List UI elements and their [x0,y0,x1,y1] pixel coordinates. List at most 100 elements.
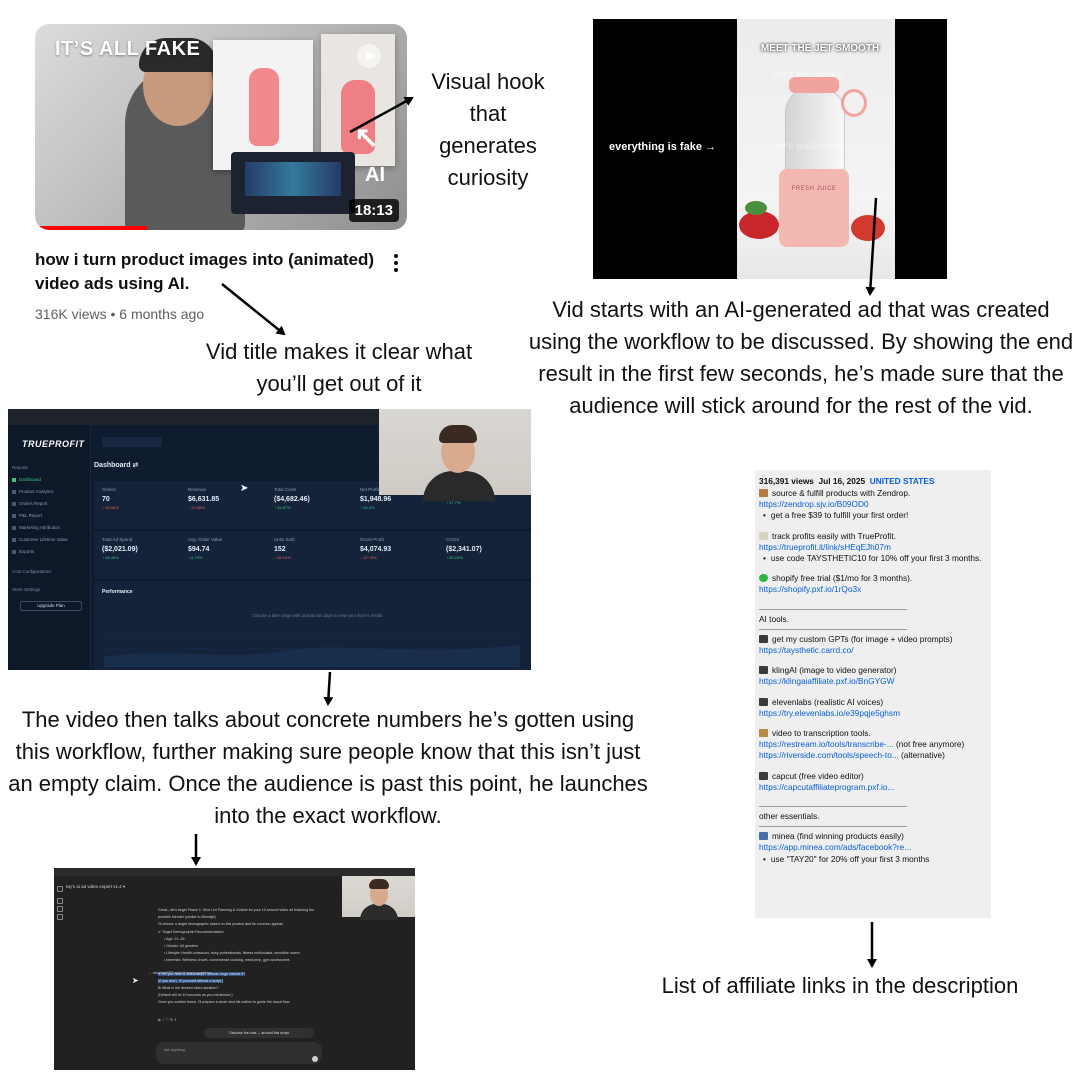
cat-icon [759,634,768,643]
stat-value: ($2,341.07) [446,546,482,553]
description-text: video to transcription tools. [772,728,871,738]
store-selector[interactable] [102,437,162,447]
stat-card[interactable]: COGS($2,341.07)↑ 30.23% [446,537,530,573]
description-line: minea (find winning products easily) [759,831,904,841]
affiliate-link[interactable]: https://shopify.pxf.io/1rQo3x [759,584,861,594]
presenter-hair [369,879,389,889]
description-text[interactable]: https://try.elevenlabs.io/e39pqje5ghsm [759,707,900,718]
chat-message-line: Great—let's begin Phase 1: Shot List Pla… [158,908,315,912]
stat-card[interactable]: Revenue$6,631.85↓ 24.58% [188,487,272,523]
affiliate-link[interactable]: https://taysthetic.carrd.co/ [759,645,854,655]
stat-card[interactable]: Avg. Order Value$94.74↑ 8.75% [188,537,272,573]
stat-value: 70 [102,496,110,503]
suggestion-bubble[interactable]: Disclose the cost ⌄ around this script [204,1028,314,1038]
description-text[interactable]: https://shopify.pxf.io/1rQo3x [759,584,862,595]
sidebar-item-dashboard[interactable]: Dashboard [12,477,41,482]
affiliate-link[interactable]: https://restream.io/tools/transcribe-...… [759,739,964,749]
stat-card[interactable]: Total Costs($4,682.46)↑ 45.87% [274,487,358,523]
blender-handle-icon [841,89,867,117]
chart-icon [759,531,768,540]
stat-delta: ↓ 32.78% [360,555,377,560]
description-text[interactable]: https://klingaiaffiliate.pxf.io/BnGYGW [759,676,895,687]
description-line: video to transcription tools. [759,728,871,738]
description-text[interactable]: https://zendrop.sjv.io/B09OD0 [759,499,869,510]
more-options-icon[interactable] [390,252,402,276]
annotation-visual-hook: Visual hook that generates curiosity [431,69,545,190]
description-text: get a free $39 to fulfill your first ord… [770,510,909,521]
description-text[interactable]: https://taysthetic.carrd.co/ [759,645,854,655]
sidebar-item-marketing-attribution[interactable]: Marketing Attribution [12,525,60,530]
description-line: shopify free trial ($1/mo for 3 months). [759,573,912,583]
chat-input-box[interactable] [156,1042,322,1064]
stat-label: Net Profit [360,487,379,492]
video-watermark: tay’s watermark [773,141,843,152]
annotation-concrete-numbers: The video then talks about concrete numb… [8,707,648,828]
upgrade-plan-button[interactable]: Upgrade Plan [20,601,82,611]
sidebar-item-customer-lifetime-value[interactable]: Customer Lifetime Value [12,537,68,542]
description-text[interactable]: https://trueprofit.it/link/sHEqEJh07m [759,541,891,552]
chat-message-line: (If you don't, I'll proceed without a sc… [158,978,224,983]
sidebar-section-cost-config[interactable]: Cost Configurations [12,569,52,574]
affiliate-link[interactable]: https://trueprofit.it/link/sHEqEJh07m [759,542,891,552]
sidebar-toggle-icon[interactable] [57,886,63,892]
stat-card[interactable]: Total Ad Spend($2,021.09)↑ 44.48% [102,537,186,573]
stat-label: Gross Profit [360,537,384,542]
description-text[interactable]: https://capcutaffiliateprogram.pxf.io... [759,781,895,792]
description-text[interactable]: https://app.minea.com/ads/facebook?re... [759,842,912,853]
gpt-name-selector[interactable]: tay's ai ad video expert v1.4 ▾ [66,884,126,889]
video-title[interactable]: how i turn product images into (animated… [35,250,375,293]
video-left-caption: everything is fake → [609,141,716,153]
stat-card[interactable]: Net Profit$1,948.96↑ 25.2% [360,487,444,523]
sidebar-section-reports: Reports [12,465,28,470]
affiliate-link[interactable]: https://zendrop.sjv.io/B09OD0 [759,499,869,509]
stat-value: $6,631.85 [188,496,220,503]
stat-label: Total Ad Spend [102,537,133,542]
memo-icon [759,729,768,737]
description-text[interactable]: https://restream.io/tools/transcribe-... [759,739,894,750]
affiliate-link[interactable]: https://riverside.com/tools/speech-to...… [759,750,945,760]
stat-value: ($4,682.46) [274,496,310,503]
affiliate-link[interactable]: https://try.elevenlabs.io/e39pqje5ghsm [759,708,900,718]
message-actions[interactable]: ⧉ ♢ ♡ ↻ ⇪ [158,1018,178,1022]
affiliate-link[interactable]: https://capcutaffiliateprogram.pxf.io... [759,782,894,792]
promo-bullet: use "TAY20" for 20% off your first 3 mon… [763,854,930,864]
description-country[interactable]: UNITED STATES [869,476,935,486]
description-line: get my custom GPTs (for image + video pr… [759,634,953,644]
affiliate-link[interactable]: https://app.minea.com/ads/facebook?re... [759,842,911,852]
sidebar-item-exports[interactable]: Exports [12,549,34,554]
video-watermark: tay’s watermark [773,69,843,80]
description-text: track profits easily with TrueProfit. [772,530,897,541]
section-divider [759,826,907,828]
stat-value: $94.74 [188,546,210,553]
chat-message-line: ✔ Target Demographic Recommendation: [158,929,225,934]
description-text[interactable]: https://riverside.com/tools/speech-to... [759,750,899,761]
stat-value: $4,074.93 [360,546,392,553]
sidebar-item-product-analytics[interactable]: Product Analytics [12,489,54,494]
sidebar-section-store-settings[interactable]: Store Settings [12,587,41,592]
dashboard-title: Dashboard ⇄ [94,462,139,469]
search-icon[interactable] [57,906,63,912]
performance-hint: Choose a date range with at least two da… [252,613,384,618]
send-icon[interactable] [312,1056,318,1062]
description-line: source & fulfill products with Zendrop. [759,488,910,498]
stat-delta: ↑ 25.2% [360,505,375,510]
description-line: elevenlabs (realistic AI voices) [759,697,883,707]
stat-delta: ↑ 45.87% [274,505,291,510]
new-chat-icon[interactable] [57,898,63,904]
thumbnail-overlay-title: IT’S ALL FAKE [55,38,201,60]
stat-delta: ↓ 24.58% [188,505,205,510]
stat-card[interactable]: Gross Profit $4,074.93 ↓ 32.78% [360,537,444,573]
library-icon[interactable] [57,914,63,920]
chat-message-line: • Gender: All genders [164,944,199,948]
dashboard-sidebar [8,425,91,670]
description-text: shopify free trial ($1/mo for 3 months). [772,573,913,584]
cursor-icon: ➤ [132,976,139,985]
affiliate-link[interactable]: https://klingaiaffiliate.pxf.io/BnGYGW [759,676,894,686]
video-thumbnail[interactable]: IT’S ALL FAKE ↖ AI 18:13 [35,24,407,230]
presenter-body [360,904,398,920]
blender-lid-icon [789,77,839,93]
sidebar-item-orders-report[interactable]: Orders Report [12,501,48,506]
sidebar-item-pl-report[interactable]: P&L Report [12,513,42,518]
